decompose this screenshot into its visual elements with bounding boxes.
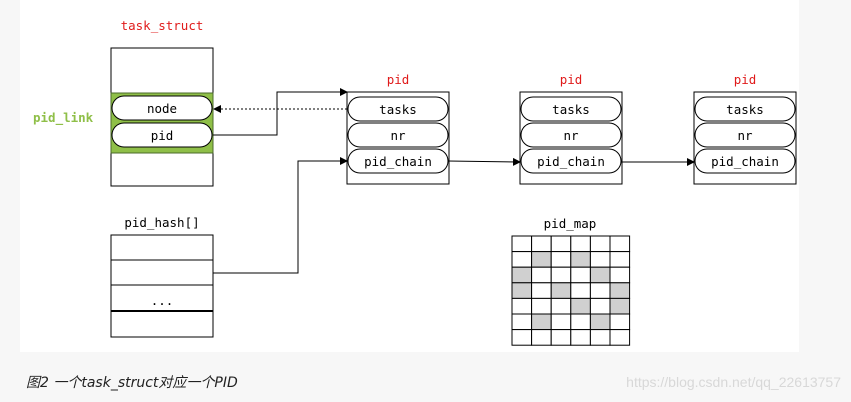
pid-3-field-tasks-label: tasks xyxy=(726,102,764,117)
pid-map-cell xyxy=(609,282,631,299)
pid-map-cell xyxy=(531,313,552,331)
pid-struct-2: pid tasks nr pid_chain xyxy=(519,72,623,185)
pid-map-cell xyxy=(550,313,572,331)
task-field-node xyxy=(111,95,213,121)
pid-map-cell xyxy=(550,251,572,268)
pid-map-cell xyxy=(550,266,572,284)
pid-1-field-nr xyxy=(347,122,449,148)
pid-map-cell xyxy=(570,297,591,315)
pid-3-field-nr-label: nr xyxy=(737,128,753,143)
task-field-pid-label: pid xyxy=(151,128,174,143)
pid-map-cell xyxy=(589,235,611,253)
pid-map-cell xyxy=(609,313,631,331)
pid-1-field-pid-chain-label: pid_chain xyxy=(364,154,432,169)
pid-map-cell xyxy=(570,235,591,253)
pid-map-cell xyxy=(609,266,631,284)
arrow-pid-to-pid-struct xyxy=(213,88,348,136)
pid-map-cell xyxy=(550,235,572,253)
pid-hash-title: pid_hash[] xyxy=(124,215,199,230)
pid-3-field-tasks xyxy=(694,96,796,122)
pid-3-field-pid-chain xyxy=(694,148,796,174)
pid-map-cell xyxy=(531,297,552,315)
pid-1-field-nr-label: nr xyxy=(390,128,406,143)
pid-map-cell xyxy=(511,266,533,284)
pid-struct-2-title: pid xyxy=(560,72,583,87)
pid-map-cell xyxy=(589,313,611,331)
pid-map-cell xyxy=(511,235,533,253)
pid-map-cell xyxy=(531,266,552,284)
pid-map-cell xyxy=(511,282,533,299)
task-struct-title: task_struct xyxy=(121,18,204,33)
pid-map-title: pid_map xyxy=(544,216,597,231)
figure-caption: 图2 一个task_struct对应一个PID xyxy=(26,375,238,391)
arrow-hash-to-pid-chain xyxy=(213,157,348,274)
pid-map-cell xyxy=(570,266,591,284)
pid-2-field-pid-chain xyxy=(520,148,622,174)
pid-map-cell xyxy=(531,251,552,268)
pid-3-field-nr xyxy=(694,122,796,148)
pid-map-cell xyxy=(531,329,552,346)
pid-map-cell xyxy=(589,266,611,284)
pid-map-cell xyxy=(589,282,611,299)
pid-map-cell xyxy=(609,297,631,315)
pid-2-field-tasks xyxy=(520,96,622,122)
pid-map-cell xyxy=(550,282,572,299)
pid-2-field-nr xyxy=(520,122,622,148)
pid-2-field-nr-label: nr xyxy=(563,128,579,143)
pid-map-cell xyxy=(550,297,572,315)
pid-map-grid xyxy=(511,235,631,346)
pid-map-cell xyxy=(550,329,572,346)
pid-struct-1-title: pid xyxy=(387,72,410,87)
pid-map-cell xyxy=(511,329,533,346)
pid-struct-3-title: pid xyxy=(734,72,757,87)
pid-map-cell xyxy=(609,251,631,268)
pid-hash-box xyxy=(110,234,214,338)
pid-map-cell xyxy=(511,313,533,331)
pid-map-cell xyxy=(589,297,611,315)
arrow-chain-1-to-2 xyxy=(447,157,521,166)
pid-2-field-pid-chain-label: pid_chain xyxy=(537,154,605,169)
pid-hash-ellipsis: ... xyxy=(151,293,174,308)
pid-map-cell xyxy=(570,282,591,299)
pid-map-cell xyxy=(511,297,533,315)
watermark: https://blog.csdn.net/qq_22613757 xyxy=(626,374,841,390)
pid-1-field-tasks-label: tasks xyxy=(379,102,417,117)
pid-map-cell xyxy=(609,235,631,253)
pid-map-cell xyxy=(531,235,552,253)
task-field-node-label: node xyxy=(147,101,177,116)
pid-map-cell xyxy=(609,329,631,346)
pid-map-cell xyxy=(589,329,611,346)
pid-map-cell xyxy=(570,329,591,346)
pid-map-cell xyxy=(570,313,591,331)
pid-link-label: pid_link xyxy=(33,110,94,126)
pid-3-field-pid-chain-label: pid_chain xyxy=(711,154,779,169)
pid-1-field-tasks xyxy=(347,96,449,122)
pid-map-cell xyxy=(570,251,591,268)
pid-struct-3: pid tasks nr pid_chain xyxy=(693,72,797,185)
pid-map-cell xyxy=(511,251,533,268)
pid-map-cell xyxy=(589,251,611,268)
pid-2-field-tasks-label: tasks xyxy=(552,102,590,117)
pid-map-cell xyxy=(531,282,552,299)
pid-struct-1: pid tasks nr pid_chain xyxy=(346,72,450,185)
task-field-pid xyxy=(111,122,213,148)
